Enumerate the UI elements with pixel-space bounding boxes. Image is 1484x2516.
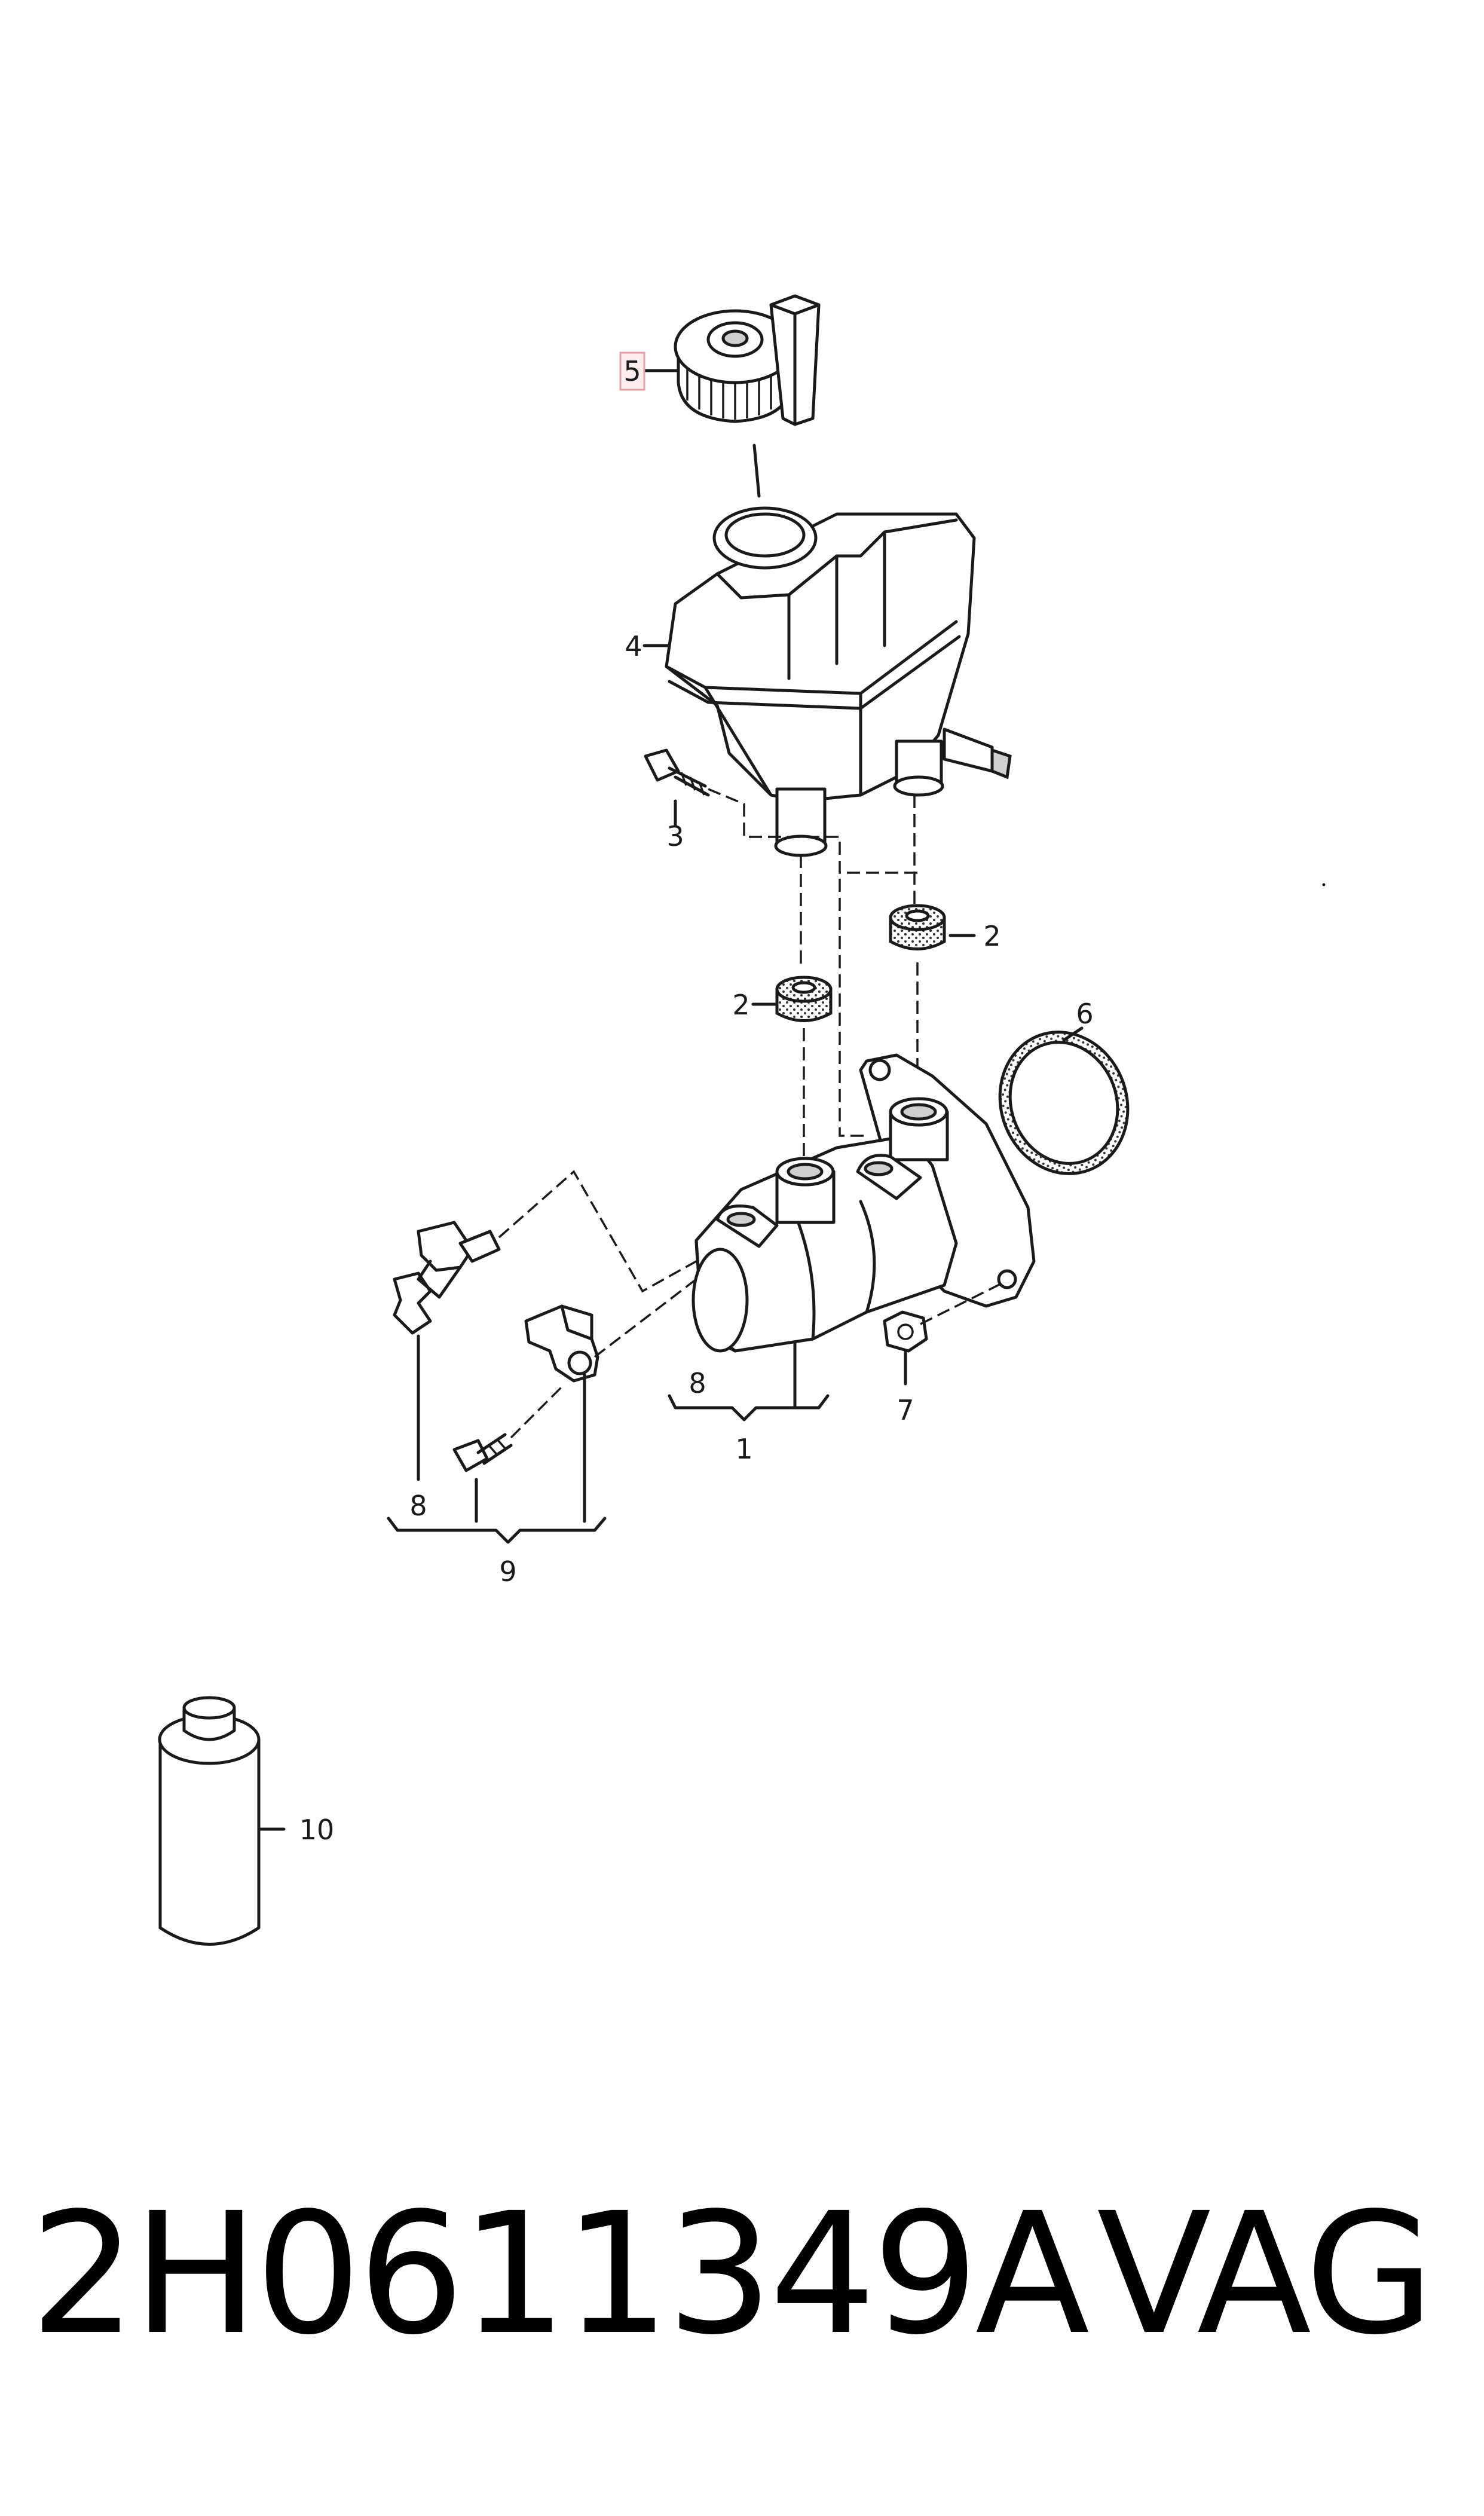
brake-master-cylinder — [691, 1053, 1036, 1353]
callout-2-upper: 2 — [983, 920, 1000, 952]
callout-6: 6 — [1076, 998, 1093, 1030]
seal-ring — [998, 1031, 1130, 1175]
callout-1: 1 — [735, 1433, 752, 1465]
cap-leader-line — [752, 444, 761, 498]
part-number: 2H0611349A — [30, 2177, 1090, 2372]
reservoir-cap — [674, 294, 821, 426]
callout-leaders — [257, 369, 1326, 1831]
grommet-upper — [889, 904, 946, 950]
highlighted-callout-box — [619, 351, 645, 391]
callout-3: 3 — [666, 820, 684, 852]
callout-5: 5 — [623, 355, 641, 387]
callout-9: 9 — [499, 1555, 516, 1588]
brake-fluid-reservoir — [665, 506, 1012, 857]
callout-10: 10 — [299, 1814, 335, 1846]
brake-fluid-bottle — [158, 1696, 261, 1946]
brand-name: VAG — [1097, 2177, 1434, 2372]
callout-2-lower: 2 — [732, 989, 749, 1021]
bracket-screw — [452, 1433, 513, 1472]
callout-8-upper: 8 — [689, 1367, 706, 1399]
callout-8-lower: 8 — [409, 1490, 427, 1522]
callout-7: 7 — [896, 1394, 914, 1426]
callout-4: 4 — [625, 630, 642, 662]
mounting-bracket — [524, 1304, 599, 1383]
flange-nut — [883, 1310, 928, 1353]
pressure-switch — [393, 1221, 501, 1335]
reservoir-screw — [644, 748, 710, 797]
grommet-lower — [775, 976, 833, 1022]
